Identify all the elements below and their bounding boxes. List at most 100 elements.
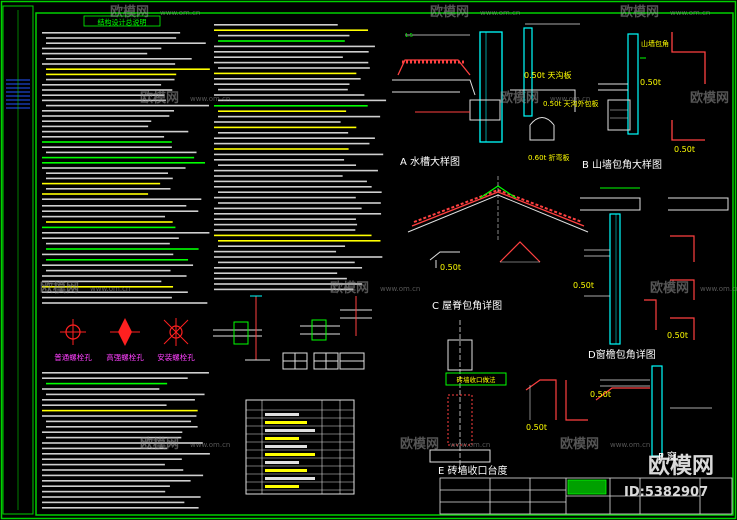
text-line (42, 286, 174, 288)
text-line (214, 94, 365, 96)
text-line (214, 186, 372, 188)
watermark-brand: 欧模网 (140, 436, 179, 452)
text-line (214, 45, 375, 48)
text-line (42, 453, 210, 455)
text-line (214, 223, 358, 226)
text-line (42, 84, 162, 86)
text-line (42, 99, 166, 102)
text-line (46, 177, 173, 180)
text-line (214, 83, 350, 85)
drawing-frame (35, 12, 734, 516)
text-line (42, 210, 199, 212)
notes-title: 结构设计总说明 (98, 18, 147, 27)
text-line (42, 136, 165, 138)
watermark-brand: 欧模网 (560, 436, 599, 452)
text-line (42, 388, 160, 390)
text-line (214, 121, 341, 123)
text-line (218, 67, 370, 69)
text-line (214, 250, 337, 253)
watermark-brand: 欧模网 (400, 436, 439, 452)
detail-a-label-3: 0.60t 折弯板 (528, 153, 570, 162)
text-line (42, 442, 203, 444)
watermark-brand: 欧模网 (620, 4, 659, 20)
text-line (46, 42, 206, 44)
detail-c-title: C 屋脊包角详图 (432, 299, 502, 312)
text-line (214, 72, 357, 75)
text-line (218, 132, 349, 134)
text-line (42, 253, 174, 256)
text-line (42, 89, 173, 91)
detail-d-label-2: 0.50t (667, 331, 688, 340)
text-line (214, 137, 375, 139)
text-line (42, 215, 166, 218)
watermark-url: www.om.cn (670, 9, 710, 17)
text-line (46, 172, 169, 174)
erection-bolt-symbol (163, 318, 189, 346)
detail-e-box-label: 砖墙收口做法 (457, 375, 497, 384)
detail-b-title: B 山墙包角大样图 (582, 158, 662, 171)
watermark-url: www.om.cn (700, 285, 737, 293)
text-line (42, 275, 187, 277)
text-line (42, 52, 148, 55)
text-line (218, 164, 357, 166)
text-line (42, 130, 189, 133)
high-strength-bolt-label: 高强螺栓孔 (106, 352, 144, 362)
text-line (42, 193, 149, 195)
text-line (42, 409, 198, 412)
text-line (42, 162, 206, 164)
material-table (245, 399, 355, 495)
text-line (46, 426, 198, 428)
text-line (218, 110, 347, 112)
text-line (42, 182, 161, 185)
detail-c-label-1: 0.50t (440, 263, 461, 272)
text-line (214, 126, 357, 129)
watermark-brand: 欧模网 (650, 280, 689, 296)
text-line (214, 207, 362, 210)
text-line (214, 169, 378, 172)
text-line (214, 105, 368, 107)
text-line (42, 125, 149, 128)
text-line (218, 191, 382, 193)
text-line (46, 393, 205, 396)
detail-f-window (565, 365, 712, 457)
detail-f-title: F 窗 (658, 450, 677, 463)
text-line (42, 226, 176, 229)
watermark-brand: 欧模网 (140, 90, 179, 106)
text-line (214, 51, 369, 53)
watermark-brand: 欧模网 (500, 90, 539, 106)
text-line (46, 242, 170, 245)
text-line (42, 372, 209, 374)
text-line (214, 78, 361, 80)
watermark-url: www.om.cn (610, 441, 650, 449)
text-line (42, 198, 202, 200)
text-line (42, 447, 167, 450)
text-line (42, 399, 195, 401)
ordinary-bolt-symbol (60, 319, 86, 345)
text-line (46, 420, 192, 423)
detail-d-title: D窗檐包角详图 (588, 348, 656, 361)
middle-notes-column (214, 24, 387, 291)
text-line (214, 159, 345, 161)
text-line (214, 148, 349, 150)
text-line (42, 474, 204, 477)
detail-f-label-1: 0.50t (590, 390, 611, 399)
text-line (46, 248, 199, 250)
detail-e-label-1: 0.50t (526, 423, 547, 432)
text-line (42, 167, 186, 169)
text-line (218, 34, 350, 37)
text-line (42, 458, 182, 460)
text-line (214, 267, 363, 269)
text-line (46, 221, 173, 223)
text-line (42, 110, 175, 112)
text-line (42, 469, 184, 471)
watermark-url: www.om.cn (90, 285, 130, 293)
detail-a-gutter: 1.5 (392, 31, 503, 143)
text-line (214, 234, 372, 237)
detail-a-label-1: 0.50t 天沟板 (524, 70, 572, 80)
text-line (42, 485, 170, 487)
text-line (214, 256, 383, 258)
text-line (42, 146, 172, 148)
text-line (42, 490, 166, 493)
text-line (214, 56, 343, 58)
